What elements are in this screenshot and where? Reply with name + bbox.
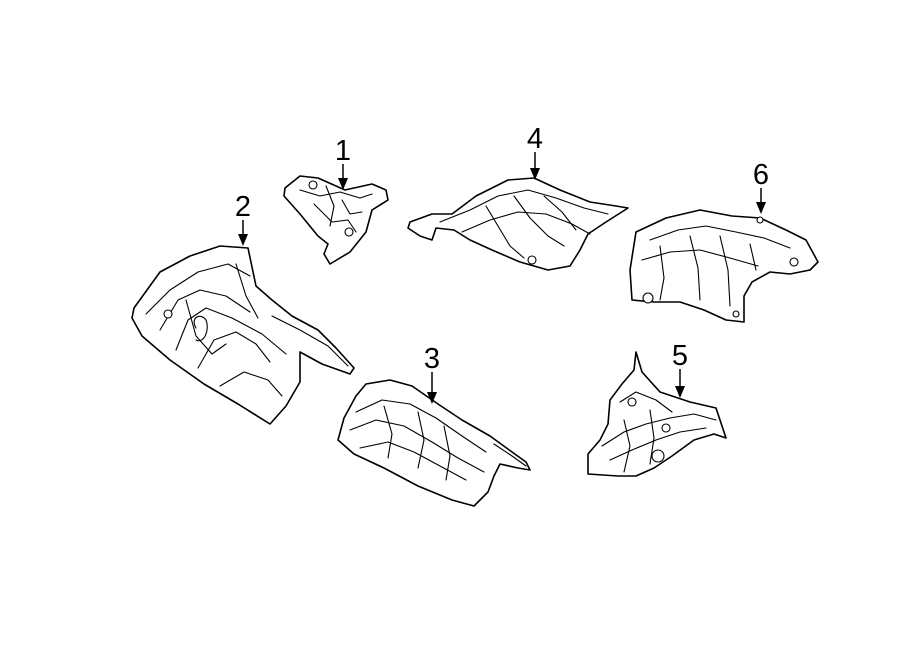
callout-4-label: 4: [527, 123, 543, 155]
callout-2: 2: [235, 191, 251, 246]
callout-5-label: 5: [672, 340, 688, 372]
heat-shield-part-1[interactable]: [283, 175, 389, 265]
callout-5: 5: [672, 340, 688, 398]
callout-4-arrow: [530, 168, 540, 180]
heat-shield-part-4[interactable]: [407, 177, 629, 271]
callout-5-arrow: [675, 386, 685, 398]
heat-shield-part-5[interactable]: [587, 351, 727, 477]
heat-shield-part-3[interactable]: [337, 379, 531, 507]
heat-shield-part-2[interactable]: [131, 245, 355, 425]
callout-6-label: 6: [753, 159, 769, 191]
callout-2-label: 2: [235, 191, 251, 223]
callout-3: 3: [424, 343, 440, 404]
callout-3-label: 3: [424, 343, 440, 375]
callout-3-arrow: [427, 392, 437, 404]
heat-shield-part-6[interactable]: [629, 209, 819, 323]
callout-1: 1: [335, 135, 351, 190]
callout-1-arrow: [338, 178, 348, 190]
callout-6-arrow: [756, 202, 766, 214]
callout-6: 6: [753, 159, 769, 214]
callout-2-arrow: [238, 234, 248, 246]
callout-4: 4: [527, 123, 543, 180]
callout-1-label: 1: [335, 135, 351, 167]
